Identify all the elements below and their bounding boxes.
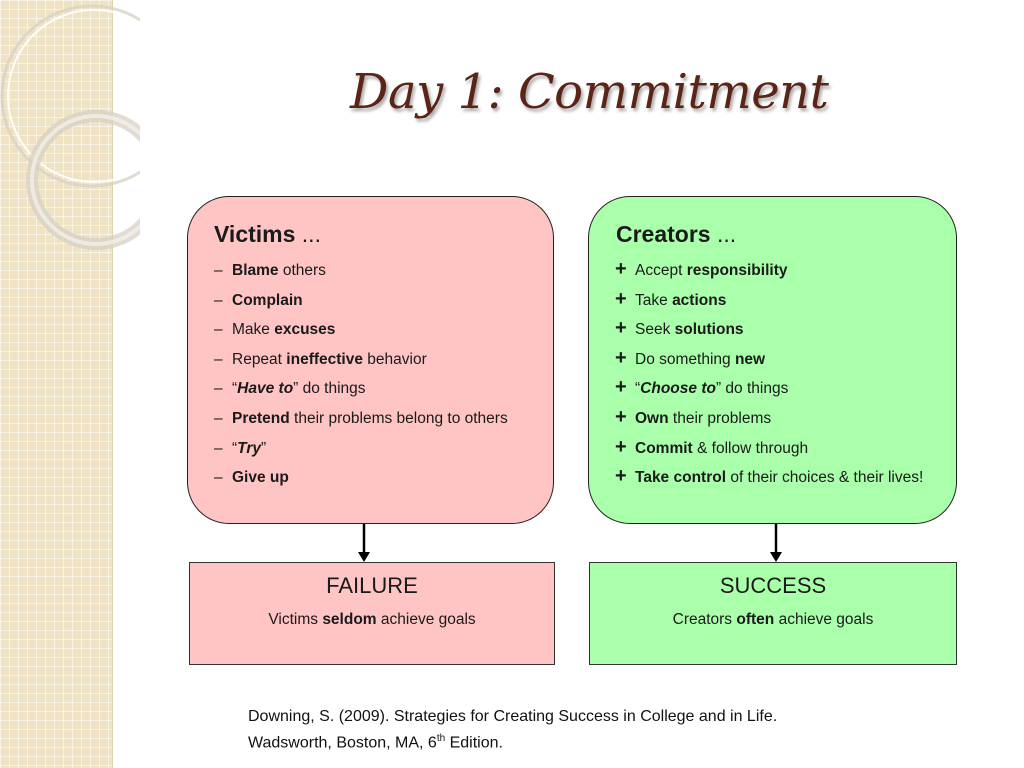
item-emphasis: Take control — [635, 469, 727, 487]
item-text: ” — [261, 439, 267, 457]
victims-box: Victims ... –Blame others–Complain–Make … — [187, 196, 554, 524]
item-text: Accept — [635, 262, 687, 279]
creators-list-item: + Take control of their choices & their l… — [615, 465, 946, 490]
failure-text-post: achieve goals — [376, 611, 476, 628]
item-text: ” do things — [715, 380, 789, 398]
item-text: Take — [635, 291, 673, 309]
creators-list-item: + Own their problems — [615, 405, 946, 431]
item-emphasis: Give up — [232, 469, 289, 487]
item-emphasis: Blame — [232, 262, 279, 279]
victims-heading-bold: Victims — [214, 221, 296, 247]
victims-list-item: –Blame others — [214, 259, 514, 283]
success-text-pre: Creators — [672, 611, 737, 628]
failure-text-pre: Victims — [268, 611, 323, 628]
citation-line-2-post: Edition. — [445, 734, 503, 752]
plus-marker: + — [615, 376, 627, 399]
item-text: of their choices & their lives! — [726, 469, 924, 487]
item-text: & follow through — [692, 439, 809, 457]
creators-list-item: + “Choose to” do things — [615, 376, 946, 401]
plus-marker: + — [615, 465, 627, 488]
creators-list-item: + Do something new — [615, 346, 946, 372]
citation-line-2-pre: Wadsworth, Boston, MA, 6 — [248, 734, 437, 752]
item-emphasis: Commit — [635, 439, 693, 457]
dash-marker: – — [214, 409, 223, 427]
creators-list-item: + Commit & follow through — [615, 435, 946, 461]
item-text: Make — [232, 321, 275, 339]
item-emphasis: Complain — [232, 291, 303, 309]
victims-list-item: –Repeat ineffective behavior — [214, 348, 514, 372]
plus-marker: + — [615, 258, 627, 280]
plus-marker: + — [615, 287, 627, 310]
plus-marker: + — [615, 346, 627, 369]
dash-marker: – — [214, 262, 223, 279]
arrow-down-creators — [770, 524, 782, 562]
item-text: “ — [232, 439, 238, 457]
item-emphasis: actions — [672, 291, 727, 309]
item-text: ” do things — [293, 380, 366, 398]
failure-text: Victims seldom achieve goals — [190, 611, 554, 629]
success-box: SUCCESS Creators often achieve goals — [589, 562, 957, 665]
slide-title: Day 1: Commitment — [350, 64, 829, 120]
item-text: behavior — [362, 350, 427, 368]
success-title: SUCCESS — [719, 573, 827, 598]
item-text: their problems — [668, 409, 772, 427]
failure-box: FAILURE Victims seldom achieve goals — [189, 562, 555, 665]
victims-list: –Blame others–Complain–Make excuses–Repe… — [214, 259, 514, 496]
item-text: Repeat — [232, 350, 287, 368]
success-text-em: often — [736, 611, 775, 628]
item-text: their problems belong to others — [289, 409, 508, 427]
victims-list-item: –“Try” — [214, 437, 514, 461]
item-emphasis: Pretend — [232, 409, 290, 427]
citation: Downing, S. (2009). Strategies for Creat… — [248, 706, 968, 754]
item-emphasis: ineffective — [286, 350, 363, 368]
plus-marker: + — [615, 405, 627, 428]
dash-marker: – — [214, 469, 223, 487]
item-text: “ — [635, 380, 641, 398]
victims-list-item: –Pretend their problems belong to others — [214, 407, 514, 431]
item-emphasis-italic: Try — [237, 439, 262, 457]
creators-heading: Creators ... — [616, 221, 736, 248]
success-text-post: achieve goals — [774, 611, 874, 628]
victims-heading-rest: ... — [295, 221, 321, 247]
plus-marker: + — [615, 317, 627, 340]
arrow-down-victims — [358, 524, 370, 562]
creators-list: + Accept responsibility + Take actions + Seek… — [615, 258, 946, 496]
item-emphasis-italic: Choose to — [640, 380, 716, 398]
item-text: Do something — [635, 350, 735, 368]
creators-list-item: + Seek solutions — [615, 317, 946, 342]
victims-list-item: – Give up — [214, 466, 514, 490]
creators-heading-rest: ... — [710, 221, 737, 247]
failure-title: FAILURE — [326, 573, 418, 598]
citation-line-1: Downing, S. (2009). Strategies for Creat… — [248, 708, 778, 725]
victims-heading: Victims ... — [214, 221, 321, 248]
plus-marker: + — [615, 435, 627, 458]
item-text: Seek — [635, 321, 675, 339]
item-emphasis: responsibility — [686, 262, 788, 279]
dash-marker: – — [214, 439, 223, 457]
dash-marker: – — [214, 321, 223, 339]
item-emphasis-italic: Have to — [237, 380, 294, 398]
dash-marker: – — [214, 350, 223, 368]
creators-box: Creators ... + Accept responsibility + Take… — [588, 196, 957, 524]
creators-list-item: + Take actions — [615, 287, 946, 313]
failure-text-em: seldom — [322, 611, 377, 628]
item-text: others — [278, 262, 326, 279]
victims-list-item: –“Have to” do things — [214, 377, 514, 401]
dash-marker: – — [214, 291, 223, 309]
creators-list-item: + Accept responsibility — [615, 258, 946, 283]
citation-line-2-sup: th — [436, 733, 446, 744]
item-emphasis: solutions — [674, 321, 744, 339]
decorative-rings — [0, 4, 140, 250]
item-emphasis: Own — [635, 409, 669, 427]
item-text: “ — [232, 380, 238, 398]
creators-heading-bold: Creators — [616, 221, 711, 247]
victims-list-item: –Make excuses — [214, 318, 514, 342]
item-emphasis: excuses — [274, 321, 336, 339]
victims-list-item: –Complain — [214, 289, 514, 313]
item-emphasis: new — [734, 350, 766, 368]
dash-marker: – — [214, 380, 223, 398]
success-text: Creators often achieve goals — [590, 611, 956, 629]
